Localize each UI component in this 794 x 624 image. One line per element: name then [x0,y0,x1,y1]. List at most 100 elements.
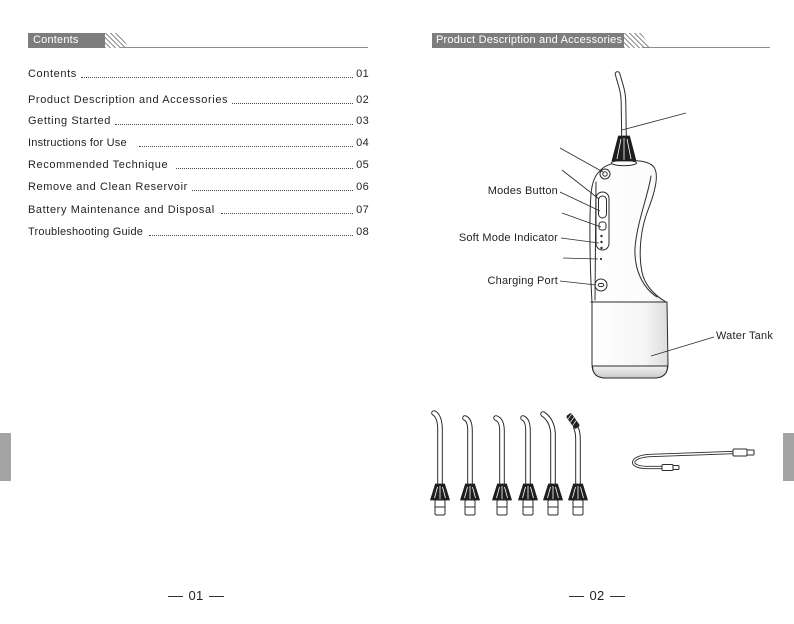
water-tank-label: Water Tank [716,330,774,342]
mode-indicator-dot [600,240,603,244]
toc-entry-title: Remove and Clean Reservoir [28,181,188,193]
jet-tip-tube [615,72,626,140]
toc-entry-page: 04 [356,137,369,149]
toc-entry: Product Description and Accessories 02 [28,93,369,107]
usb-plug-tip [746,449,755,456]
contents-header-label: Contents [28,33,105,48]
left-page-number: 01 [146,589,246,603]
replacement-tip [492,415,512,516]
replacement-tip [518,415,538,516]
tank-base [592,365,668,379]
dot-leader [80,77,354,78]
soft-mode-indicator-leader [560,237,600,244]
toc-entry-title: Troubleshooting Guide [28,226,144,238]
replacement-brush-tip [566,413,588,516]
toc-entry: Instructions for Use 04 [28,136,369,150]
header-rule [120,47,368,48]
toc-entry-title: Product Description and Accessories [28,94,229,106]
tip-tube [574,426,580,487]
power-button-leader [561,169,600,200]
battery-indicator-dot [599,257,603,261]
replacement-tip [540,411,563,516]
dot-leader [176,168,354,169]
charging-port-shape [594,278,608,292]
tip-tube [432,411,442,487]
battery-indicator-leader [562,257,599,260]
folio-dash [168,595,184,597]
toc-entry: Troubleshooting Guide 08 [28,225,369,239]
right-page-number-text: 02 [589,588,605,603]
jet-tip-leader [621,112,687,131]
replacement-tips [430,410,588,516]
toc-entry-title: Getting Started [28,115,111,127]
device-plug [661,464,674,471]
dot-leader [220,213,354,214]
dot-leader [115,124,354,125]
nozzle-release-button [599,168,611,180]
toc-entry-title: Recommended Technique [28,159,169,171]
toc-entry-page: 08 [356,226,369,238]
usb-plug [732,448,748,457]
tip-collar-ridges [434,486,446,499]
right-page-number: 02 [547,589,647,603]
folio-dash [569,595,585,597]
soft-mode-indicator-label: Soft Mode Indicator [458,232,558,244]
dot-leader [232,103,354,104]
jet-tip-collar-ridges [616,138,632,160]
product-description-header-label: Product Description and Accessories [432,33,624,48]
replacement-tip [460,415,480,516]
charging-cable [632,448,755,471]
contents-section-header: Contents [28,33,368,48]
water-flosser [589,71,669,379]
header-rule [642,47,770,48]
indicator-leader [561,212,602,228]
charging-port-leader [559,280,597,286]
dot-leader [191,190,354,191]
power-button-shape [598,221,607,231]
tip-tube [541,412,555,487]
left-thumb-tab [0,433,11,481]
release-button-leader [559,147,604,173]
toc-entry-page: 05 [356,159,369,171]
tip-tube [463,416,472,487]
handle-grip-contour [634,175,658,298]
charging-port-label: Charging Port [487,275,558,287]
product-description-section-header: Product Description and Accessories [432,33,770,48]
tip-collar-ridges [572,486,584,499]
folio-dash [208,595,224,597]
tip-collar-ridges [522,486,534,499]
toc-entry-title: Battery Maintenance and Disposal [28,204,215,216]
cable-wire [633,451,735,469]
toc-entry: Remove and Clean Reservoir 06 [28,180,369,194]
toc-entry-page: 02 [356,94,369,106]
toc-entry: Getting Started 03 [28,114,369,128]
tip-collar-ridges [464,486,476,499]
brush-head [566,413,580,429]
left-page-number-text: 01 [188,588,204,603]
toc-entry-page: 06 [356,181,369,193]
modes-button-label: Modes Button [487,185,558,197]
device-plug-tip [672,465,680,470]
toc-entry-title: Contents [28,68,77,80]
charging-port-socket [597,282,605,288]
toc-entry: Battery Maintenance and Disposal 07 [28,203,369,217]
mode-indicator-dot [600,246,603,250]
toc-entry-title: Instructions for Use [28,137,127,149]
tip-collar-ridges [496,486,508,499]
modes-button-shape [598,195,607,219]
toc-entry-page: 03 [356,115,369,127]
replacement-tip [430,410,450,516]
toc-entry: Contents 01 [28,67,369,81]
toc-entry-page: 01 [356,68,369,80]
tip-tube [521,416,530,487]
dot-leader [138,146,354,147]
brush-head-hatch [567,413,577,426]
tip-collar-ridges [547,486,559,499]
toc-entry: Recommended Technique 05 [28,158,369,172]
right-thumb-tab [783,433,794,481]
water-tank-leader [650,336,715,357]
mode-indicator-dot [600,234,603,238]
folio-dash [609,595,625,597]
